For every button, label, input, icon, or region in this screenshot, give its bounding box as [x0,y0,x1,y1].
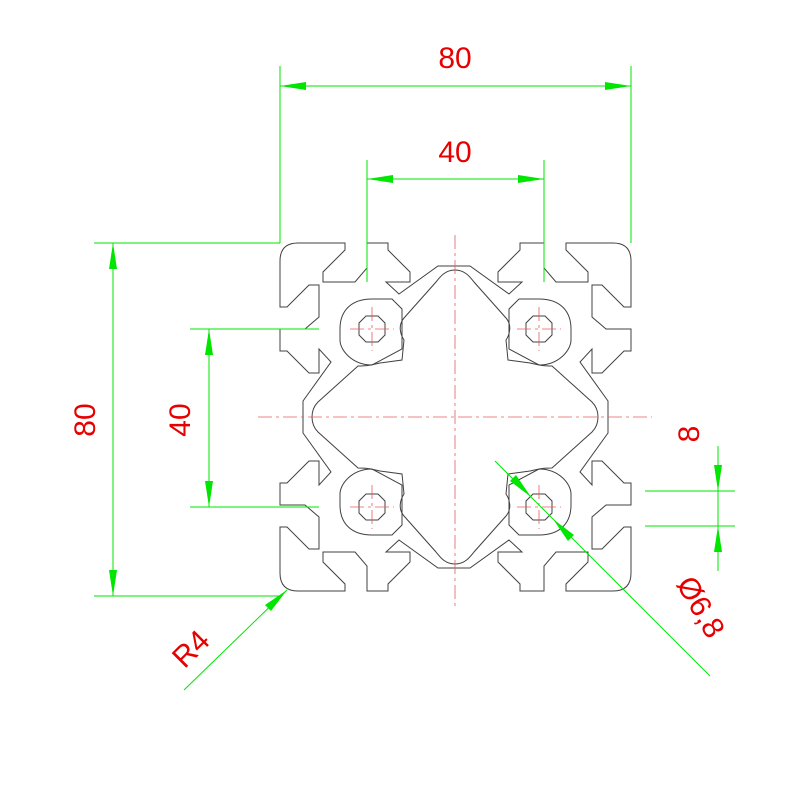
dimension-lines [94,66,735,691]
corner-chamber-bottom-right [508,468,572,536]
arrow-inner-width-left [367,175,393,183]
profile-outline [279,242,632,592]
corner-chamber-top-right [508,298,572,366]
center-lines [258,235,652,608]
label-overall-width: 80 [438,42,471,75]
label-corner-radius: R4 [166,624,216,674]
arrow-inner-height-top [205,329,213,355]
hole-top-left [358,315,386,343]
corner-chamber-bottom-left [339,468,403,536]
label-hole-diameter: Ø6,8 [670,571,731,644]
arrow-hole-diameter-inner [553,519,574,541]
arrow-height-bottom [109,570,117,596]
arrow-inner-width-right [518,175,544,183]
corner-chamber-top-left [339,298,403,366]
arrow-corner-radius [265,590,287,611]
hole-bottom-left [358,493,386,521]
arrow-height-top [109,243,117,269]
label-overall-height: 80 [69,403,102,436]
arrow-width-right [605,82,631,90]
arrow-inner-height-bottom [205,481,213,507]
dimension-labels: 80 40 80 40 8 R4 Ø6,8 [69,42,731,675]
arrow-width-left [280,82,306,90]
arrow-hole-diameter-outer [510,475,531,497]
label-inner-height: 40 [164,403,197,436]
arrow-slot-top [714,465,722,491]
hole-top-right [525,315,553,343]
arrow-slot-bottom [714,526,722,552]
label-inner-width: 40 [438,136,471,169]
hole-bottom-right [525,493,553,521]
profile-contour [279,242,632,592]
label-slot-opening: 8 [673,426,706,443]
